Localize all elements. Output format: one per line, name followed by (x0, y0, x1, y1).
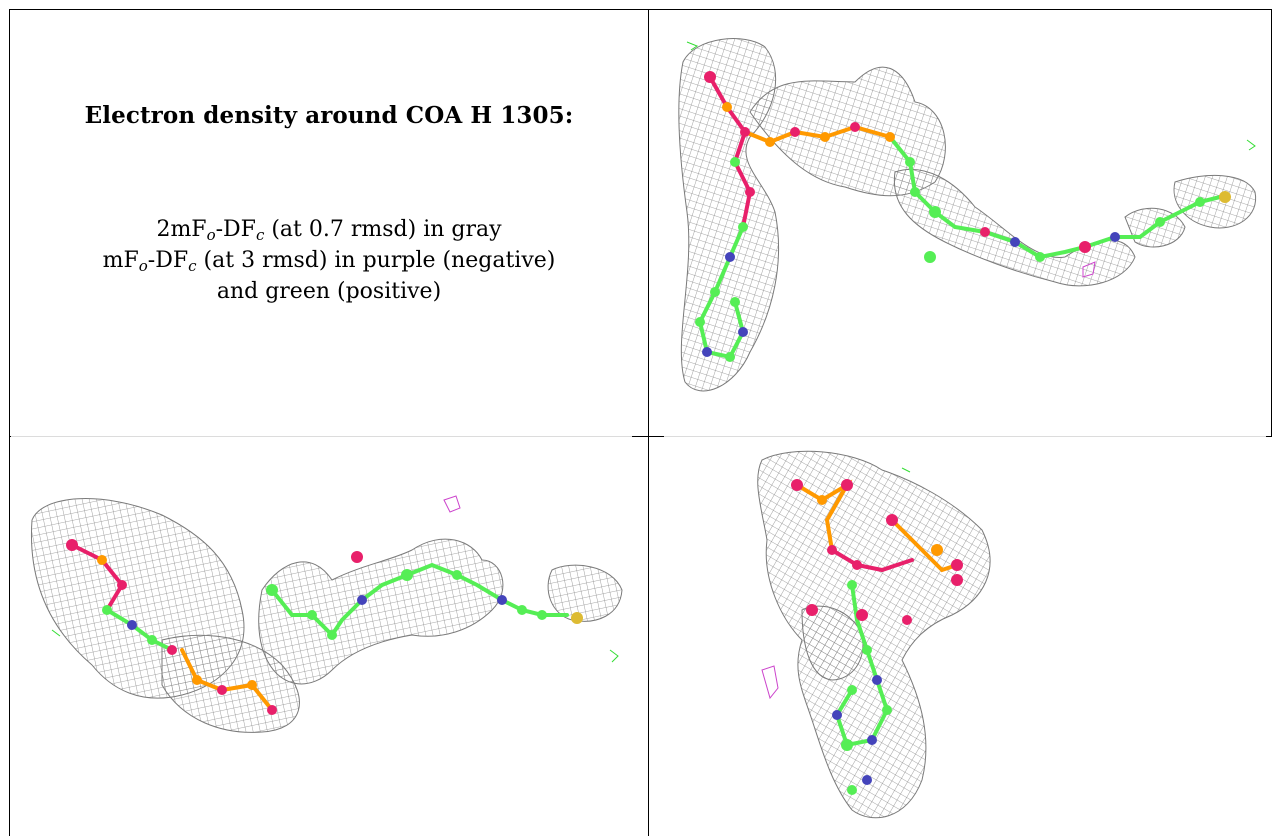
negative-density (761, 665, 779, 700)
map-fofc-line: mFo-DFc (at 3 rmsd) in purple (negative) (102, 248, 556, 275)
molecule-render-1 (678, 38, 1257, 392)
atoms (66, 539, 583, 715)
map-fofc-line-cont: and green (positive) (216, 279, 442, 304)
table-top-border (9, 9, 1272, 10)
table-right-border (1271, 9, 1272, 437)
density-view-3 (652, 440, 1270, 834)
negative-density (443, 495, 461, 513)
mesh-2fofc (678, 38, 1257, 392)
map-2fofc-line: 2mFo-DFc (at 0.7 rmsd) in gray (156, 217, 502, 244)
table-left-border (9, 9, 10, 836)
positive-density (51, 629, 619, 663)
molecule-render-3 (757, 450, 991, 819)
caption-description: 2mFo-DFc (at 0.7 rmsd) in gray mFo-DFc (… (10, 214, 648, 307)
row-divider-tick-middle (632, 436, 664, 437)
positive-density (686, 41, 1256, 151)
density-view-2 (12, 440, 644, 740)
table-middle-divider (648, 9, 649, 836)
atoms (791, 479, 963, 795)
molecule-render-2 (30, 495, 623, 733)
row-divider-tick-right (1266, 436, 1272, 437)
atoms (695, 71, 1231, 362)
caption-cell: Electron density around COA H 1305: 2mFo… (10, 10, 648, 436)
row-divider-tick-left (9, 436, 11, 437)
caption-heading: Electron density around COA H 1305: (84, 102, 574, 129)
mesh-2fofc (757, 450, 991, 819)
negative-density (1082, 261, 1096, 278)
density-view-1 (655, 12, 1267, 422)
mesh-2fofc (30, 498, 623, 733)
positive-density (901, 467, 911, 473)
